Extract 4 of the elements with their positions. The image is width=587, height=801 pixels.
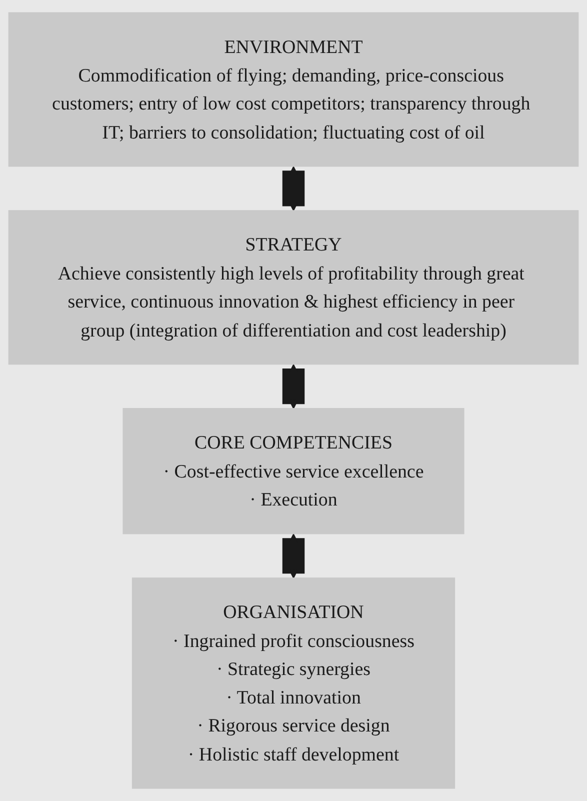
node-box: ORGANISATION · Ingrained profit consciousness · Strategic synergies · Total innovation · Rigorous service design · Holistic staff development <box>132 578 456 789</box>
node-box: ENVIRONMENT Commodification of flying; demanding, price-conscious customers; entry of low cost competitors; transparency through IT; barriers to consolidation; fluctuating cost of oil <box>8 12 579 167</box>
node-box: CORE COMPETENCIES · Cost-effective service excellence · Execution <box>122 408 464 534</box>
node-box: STRATEGY Achieve consistently high levels of profitability through great service, continuous innovation & highest efficiency in peer group (integration of differentiation and cost leadership) <box>8 210 579 365</box>
